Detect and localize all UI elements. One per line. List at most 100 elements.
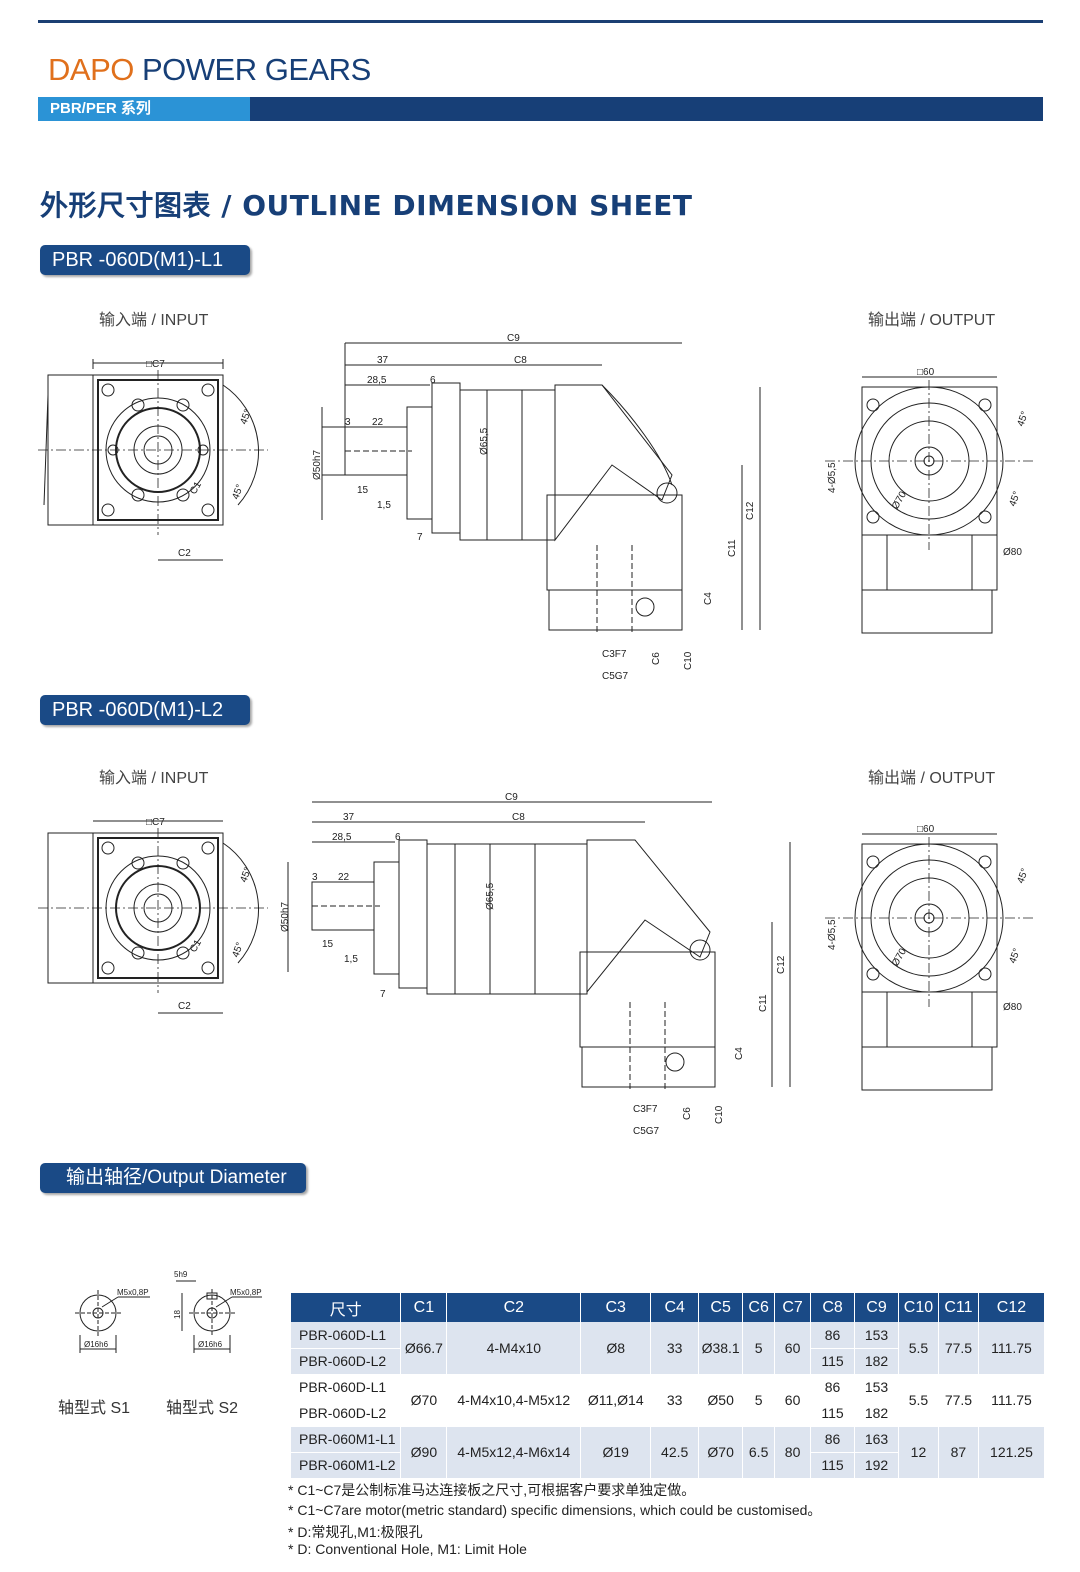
table-header-row: 尺寸 C1 C2 C3 C4 C5 C6 C7 C8 C9 C10 C11 C1… <box>291 1293 1046 1322</box>
svg-text:6: 6 <box>430 375 436 386</box>
svg-text:37: 37 <box>377 355 389 366</box>
table-row: PBR-060D-L2 115 182 <box>291 1348 1045 1375</box>
c8-cell: 115 <box>810 1348 856 1375</box>
table-row: PBR-060M1-L1 Ø90 4-M5x12,4-M6x14 Ø19 42.… <box>291 1426 1046 1479</box>
c1-cell: Ø66.7 <box>400 1322 448 1375</box>
svg-text:M5x0,8P: M5x0,8P <box>117 1288 149 1297</box>
c12-cell: 111.75 <box>978 1374 1046 1427</box>
svg-text:Ø50h7: Ø50h7 <box>312 450 323 480</box>
dim-c2-l1: C2 <box>178 548 191 559</box>
c5-cell: Ø50 <box>698 1374 744 1427</box>
shaft-s1-label: 轴型式 S1 <box>58 1400 131 1417</box>
dim-c8-l2: C8 <box>512 812 525 823</box>
dim-sq60-l2: □60 <box>917 824 935 835</box>
c3-cell: Ø19 <box>580 1426 652 1479</box>
dim-c10-l1: C10 <box>683 651 694 670</box>
c3-cell: Ø8 <box>580 1322 652 1375</box>
svg-text:28,5: 28,5 <box>332 832 352 843</box>
c10-cell: 12 <box>898 1426 939 1479</box>
dim-c3-l1: C3F7 <box>602 649 627 660</box>
side-view-drawing-l1: C9 C8 37 28,5 6 Ø50h7 3 22 15 1,5 Ø65,5 … <box>312 333 761 682</box>
note-4: * D: Conventional Hole, M1: Limit Hole <box>288 1541 527 1557</box>
dim-c1-l2: C1 <box>188 938 204 955</box>
svg-text:Ø70: Ø70 <box>890 489 909 511</box>
svg-text:18: 18 <box>173 1310 182 1319</box>
dim-c11-l2: C11 <box>758 994 769 1012</box>
side-view-drawing-l2: C9 C8 37 28,5 6 Ø50h7 3 22 15 1,5 Ø65,5 … <box>280 792 791 1137</box>
c7-cell: 80 <box>774 1426 812 1479</box>
svg-text:Ø80: Ø80 <box>1003 547 1022 558</box>
header-c8: C8 <box>810 1293 856 1322</box>
header-c11: C11 <box>938 1293 979 1322</box>
svg-text:1,5: 1,5 <box>344 954 358 965</box>
c4-cell: 42.5 <box>650 1426 700 1479</box>
svg-text:45°: 45° <box>1007 947 1023 965</box>
c10-cell: 5.5 <box>898 1374 939 1427</box>
c4-cell: 33 <box>650 1374 700 1427</box>
note-1: * C1~C7是公制标准马达连接板之尺寸,可根据客户要求单独定做。 <box>288 1482 696 1498</box>
svg-text:45°: 45° <box>238 866 254 884</box>
model-cell: PBR-060D-L2 <box>291 1400 402 1427</box>
top-rule <box>38 20 1043 23</box>
c9-cell: 163 <box>854 1426 899 1453</box>
c8-cell: 86 <box>810 1374 856 1401</box>
svg-text:Ø65,5: Ø65,5 <box>485 882 496 910</box>
dim-c12-l1: C12 <box>745 501 756 520</box>
svg-text:15: 15 <box>357 485 369 496</box>
c8-cell: 115 <box>810 1400 856 1427</box>
dim-c11-l1: C11 <box>727 539 738 557</box>
c7-cell: 60 <box>774 1374 812 1427</box>
dim-c2-l2: C2 <box>178 1001 191 1012</box>
c5-cell: Ø38.1 <box>698 1322 744 1375</box>
dim-c7-l1: □C7 <box>146 359 165 370</box>
c6-cell: 5 <box>742 1374 776 1427</box>
header-c4: C4 <box>650 1293 700 1322</box>
svg-text:45°: 45° <box>1015 867 1031 885</box>
c8-cell: 86 <box>810 1426 856 1453</box>
input-view-label-l2: 输入端 / INPUT <box>99 770 209 787</box>
section-title-l2: PBR -060D(M1)-L2 <box>40 695 250 725</box>
dim-c3-l2: C3F7 <box>633 1104 658 1115</box>
section-title-l1: PBR -060D(M1)-L1 <box>40 245 250 275</box>
series-label: PBR/PER 系列 <box>38 97 250 121</box>
svg-text:Ø16h6: Ø16h6 <box>198 1340 223 1349</box>
c3-cell: Ø11,Ø14 <box>580 1374 652 1427</box>
c1-cell: Ø70 <box>400 1374 448 1427</box>
table-row: PBR-060M1-L2 115 192 <box>291 1452 1045 1479</box>
c6-cell: 6.5 <box>742 1426 776 1479</box>
output-view-label-l1: 输出端 / OUTPUT <box>868 312 996 329</box>
sheet-title: 外形尺寸图表 / OUTLINE DIMENSION SHEET <box>40 189 693 222</box>
svg-text:22: 22 <box>338 872 350 883</box>
series-bar: PBR/PER 系列 <box>38 97 1043 121</box>
c1-cell: Ø90 <box>400 1426 448 1479</box>
c9-cell: 182 <box>854 1348 899 1375</box>
c9-cell: 182 <box>854 1400 899 1427</box>
header-c10: C10 <box>898 1293 939 1322</box>
dim-c5-l2: C5G7 <box>633 1126 660 1137</box>
c11-cell: 87 <box>938 1426 979 1479</box>
header-c3: C3 <box>580 1293 652 1322</box>
output-end-drawing-l1: □60 4-Ø5,5 Ø70 Ø80 45° 45° <box>825 367 1035 634</box>
shaft-s2-drawing: 5h9 18 M5x0,8P Ø16h6 <box>173 1270 262 1353</box>
svg-text:28,5: 28,5 <box>367 375 387 386</box>
svg-text:Ø50h7: Ø50h7 <box>280 902 291 932</box>
dim-c5-l1: C5G7 <box>602 671 629 682</box>
input-end-drawing-l2: □C7 45° 45° C1 C2 <box>38 817 268 1014</box>
svg-text:Ø16h6: Ø16h6 <box>84 1340 109 1349</box>
c7-cell: 60 <box>774 1322 812 1375</box>
svg-text:5h9: 5h9 <box>174 1270 188 1279</box>
c5-cell: Ø70 <box>698 1426 744 1479</box>
c2-cell: 4-M4x10,4-M5x12 <box>446 1374 582 1427</box>
svg-text:37: 37 <box>343 812 355 823</box>
header-c2: C2 <box>446 1293 582 1322</box>
dim-c9-l2: C9 <box>505 792 518 803</box>
svg-text:1,5: 1,5 <box>377 500 391 511</box>
shaft-s1-drawing: M5x0,8P Ø16h6 <box>75 1288 150 1353</box>
header-c7: C7 <box>774 1293 812 1322</box>
table-row: PBR-060D-L1 Ø70 4-M4x10,4-M5x12 Ø11,Ø14 … <box>291 1374 1046 1427</box>
model-cell: PBR-060M1-L1 <box>291 1426 402 1453</box>
c11-cell: 77.5 <box>938 1322 979 1375</box>
output-view-label-l2: 输出端 / OUTPUT <box>868 770 996 787</box>
header-c9: C9 <box>854 1293 899 1322</box>
c6-cell: 5 <box>742 1322 776 1375</box>
